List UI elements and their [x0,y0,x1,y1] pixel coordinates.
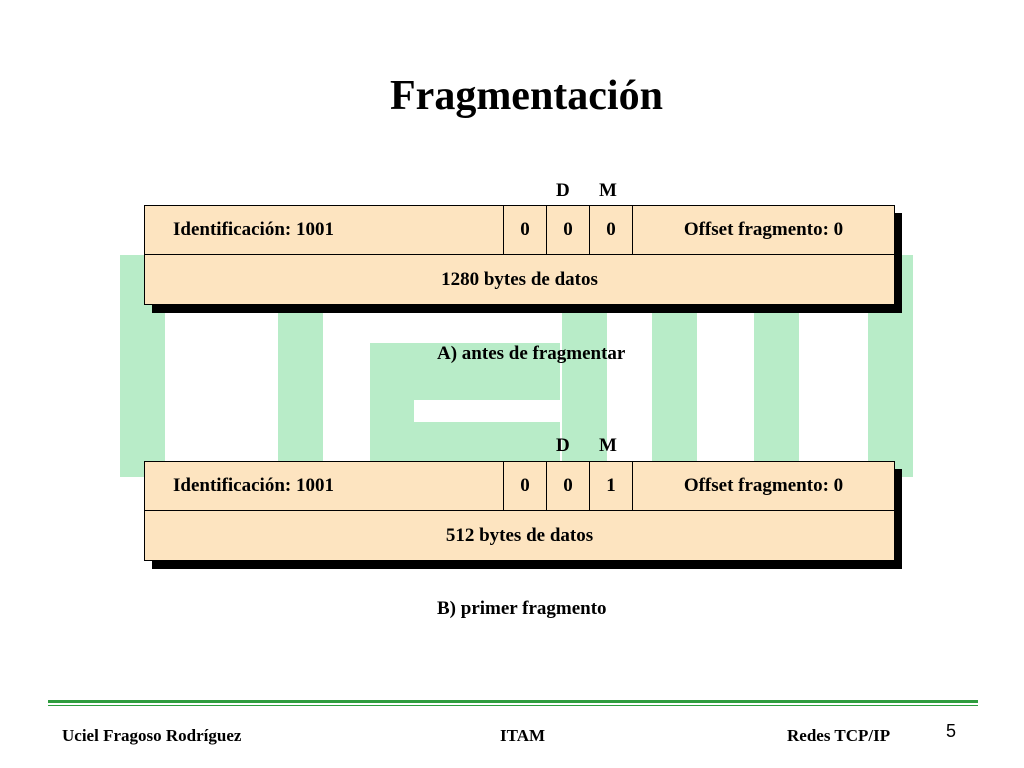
mf-bit-field: 0 [589,206,632,254]
identification-field: Identificación: 1001 [173,219,334,240]
header-fields-row: Identificación: 1001 0 0 1 Offset fragme… [145,462,894,511]
data-field: 512 bytes de datos [445,525,594,546]
df-bit-field: 0 [546,462,589,510]
slide-title: Fragmentación [390,73,663,119]
reserved-bit-field: 0 [503,462,546,510]
flag-m-label: M [599,180,617,201]
footer-institution: ITAM [500,726,546,745]
fragment-offset-field: Offset fragmento: 0 [632,206,894,254]
ip-header-diagram-b: Identificación: 1001 0 0 1 Offset fragme… [144,461,902,569]
mf-bit-field: 1 [589,462,632,510]
header-box: Identificación: 1001 0 0 1 Offset fragme… [144,461,895,561]
data-field: 1280 bytes de datos [441,269,598,290]
flag-d-label: D [556,435,570,456]
df-bit-field: 0 [546,206,589,254]
flag-m-label: M [599,435,617,456]
footer-author: Uciel Fragoso Rodríguez [62,726,242,745]
caption-b: B) primer fragmento [437,598,607,619]
page-number: 5 [946,721,957,741]
footer-course: Redes TCP/IP [787,726,891,745]
footer-rule [48,700,978,703]
flag-d-label: D [556,180,570,201]
identification-field: Identificación: 1001 [173,475,334,496]
ip-header-diagram-a: Identificación: 1001 0 0 0 Offset fragme… [144,205,902,313]
header-box: Identificación: 1001 0 0 0 Offset fragme… [144,205,895,305]
reserved-bit-field: 0 [503,206,546,254]
fragment-offset-field: Offset fragmento: 0 [632,462,894,510]
header-fields-row: Identificación: 1001 0 0 0 Offset fragme… [145,206,894,255]
caption-a: A) antes de fragmentar [437,343,626,364]
footer-rule-thin [48,705,978,706]
